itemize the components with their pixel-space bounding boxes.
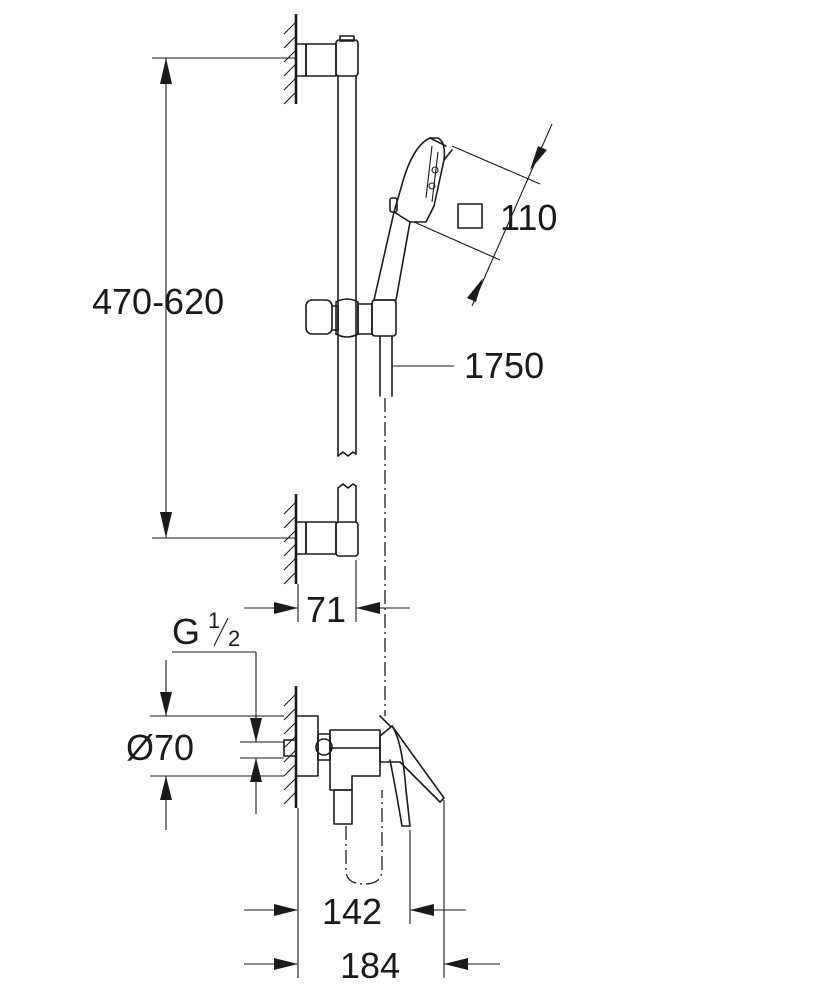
wall-top	[283, 14, 298, 105]
bottom-wall-bracket	[295, 521, 359, 557]
top-wall-bracket	[295, 35, 359, 77]
square-symbol	[457, 203, 483, 229]
wall-bottom	[283, 686, 298, 808]
dimension-wall-offset	[244, 560, 410, 622]
label-rosette-diameter: Ø70	[126, 727, 194, 768]
label-rail-spacing: 470-620	[92, 281, 224, 322]
shower-slider	[305, 298, 397, 338]
label-thread-letter: G	[172, 611, 200, 652]
label-hand-shower-size: 110	[500, 197, 557, 238]
wall-middle	[283, 494, 298, 585]
dimension-hand-shower-size	[413, 123, 553, 307]
shower-rail-lower	[337, 483, 357, 523]
shower-mixer	[283, 715, 445, 827]
label-thread-denominator: 2	[228, 626, 240, 651]
shower-rail-upper	[337, 75, 357, 457]
dimension-lever-depth	[244, 800, 500, 978]
dimension-rosette-diameter	[150, 660, 284, 830]
label-lever-depth: 184	[340, 945, 400, 986]
label-thread-numerator: 1	[208, 608, 220, 633]
dimension-rail-spacing	[152, 57, 296, 539]
dimension-mixer-depth	[244, 808, 466, 978]
hand-shower	[373, 137, 453, 301]
label-wall-offset: 71	[306, 589, 346, 630]
label-hose-length: 1750	[464, 345, 544, 386]
label-mixer-depth: 142	[322, 891, 382, 932]
thread-fraction-bar	[213, 617, 229, 647]
